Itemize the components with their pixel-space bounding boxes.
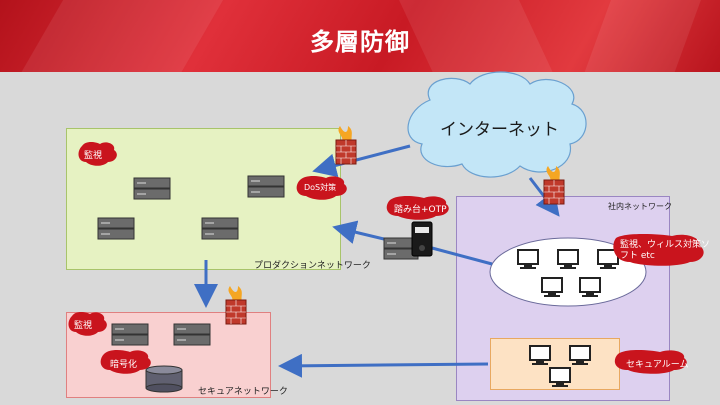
firewall-icon [335, 126, 357, 165]
page-title: 多層防御 [310, 28, 410, 56]
pc-icon [579, 277, 601, 297]
pc-icon [597, 249, 619, 269]
firewall-icon [543, 166, 565, 205]
tag-splash [296, 176, 347, 200]
header-banner: 多層防御 [0, 0, 720, 72]
firewall-icon [225, 286, 247, 325]
tag-splash [68, 312, 107, 336]
server-icon [133, 177, 171, 200]
pc-icon [517, 249, 539, 269]
antivirus-tag: 監視、ウィルス対策ソフト etc [620, 240, 711, 261]
otp-token-icon [411, 221, 433, 257]
tag-splash [78, 142, 117, 166]
secure-network-label: セキュアネットワーク [198, 387, 288, 397]
pc-icon [569, 345, 591, 365]
server-icon [97, 217, 135, 240]
server-icon [173, 323, 211, 346]
internet-cloud [407, 71, 587, 178]
pc-icon [529, 345, 551, 365]
arrow-internet-to-office [528, 177, 560, 217]
pc-icon [541, 277, 563, 297]
arrow-gateway-to-production [332, 220, 389, 244]
gateway-otp-tag: 踏み台+OTP [394, 205, 447, 215]
server-icon [247, 175, 285, 198]
office-network-label: 社内ネットワーク [608, 202, 672, 211]
secure-room-tag: セキュアルーム [626, 360, 689, 370]
internet-label: インターネット [440, 120, 559, 140]
arrow-secureroom-to-secure [278, 353, 489, 378]
monitor-tag: 監視 [74, 321, 93, 331]
tag-splash [100, 350, 151, 374]
server-icon [201, 217, 239, 240]
pc-icon [549, 367, 571, 387]
encryption-tag: 暗号化 [110, 360, 138, 370]
ddos-tag: DoS対策 [304, 183, 337, 192]
database-icon [145, 365, 183, 393]
server-icon [111, 323, 149, 346]
tag-splash [613, 234, 704, 266]
arrow-internet-to-production [312, 144, 411, 178]
arrow-office-to-gateway [431, 246, 493, 266]
tag-splash [386, 196, 449, 220]
production-network-label: プロダクションネットワーク [254, 261, 371, 271]
pc-icon [557, 249, 579, 269]
monitor-tag: 監視 [84, 151, 103, 161]
tag-splash [614, 350, 687, 374]
